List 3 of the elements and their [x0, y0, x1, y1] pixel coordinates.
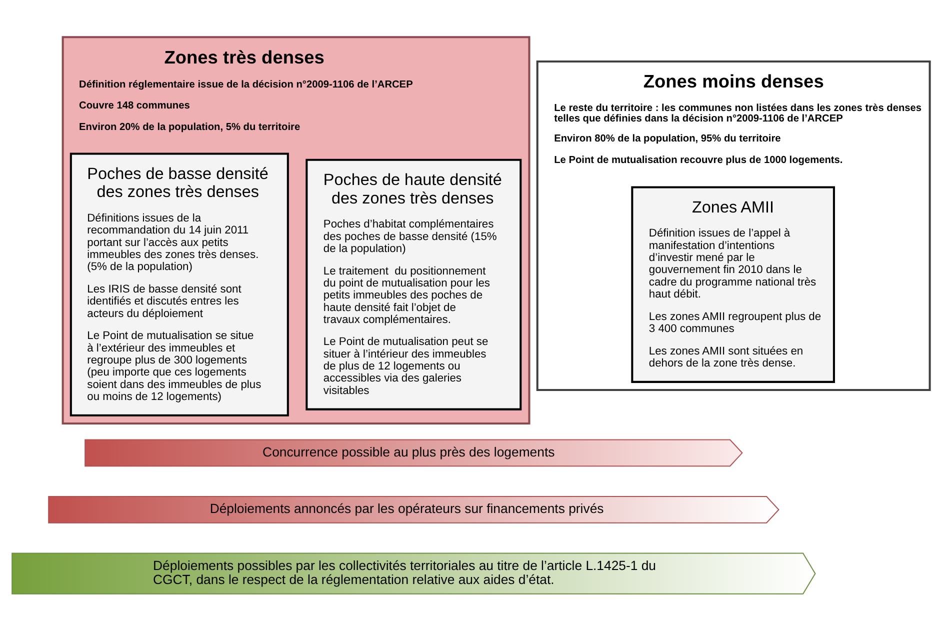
node-box: Poches de haute densité des zones très denses Poches d’habitat complémentaires des poches de basse densité (15% de la population) Le traitement du positionnement du point de mutualisation pour les petits immeubles des poches de haute densité fait l’objet de travaux complémentaires. Le Point de mutualisation peut se situer à l’intérieur des immeubles de plus de 12 logements ou accessibles via des galeries visitables	[306, 158, 522, 410]
node-box: Zones AMII Définition issues de l’appel à manifestation d’intentions d’investir mené par le gouvernement fin 2010 dans le cadre du programme national très haut débit. Les zones AMII regroupent plus de 3 400 communes Les zones AMII sont situées en dehors de la zone très dense.	[631, 186, 835, 382]
node-box: Poches de basse densité des zones très denses Définitions issues de la recommandation du 14 juin 2011 portant sur l’accès aux petits immeubles des zones très denses. (5% de la population) Les IRIS de basse densité sont identifiés et discutés entres les acteurs du déploiement Le Point de mutualisation se situe à l’extérieur des immeubles et regroupe plus de 300 logements (peu importe que ces logements soient dans des immeubles de plus ou moins de 12 logements)	[70, 152, 289, 416]
